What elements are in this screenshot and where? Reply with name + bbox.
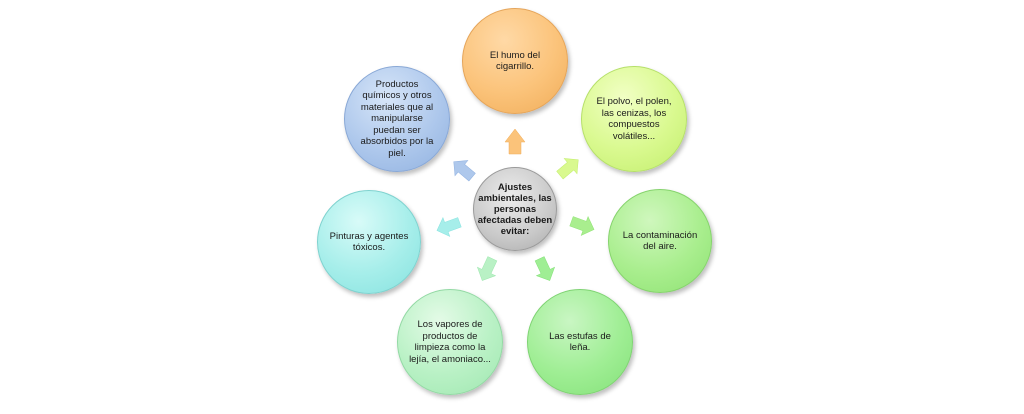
arrow-left-icon <box>436 217 462 237</box>
arrow-down-left-icon <box>476 256 498 281</box>
node-label: La contaminación del aire. <box>622 229 698 253</box>
node-wood-stoves: Las estufas de leña. <box>527 289 633 395</box>
node-label: Las estufas de leña. <box>549 330 611 354</box>
center-node: Ajustes ambientales, las personas afecta… <box>473 167 557 251</box>
node-air-pollution: La contaminación del aire. <box>608 189 712 293</box>
arrow-up-icon <box>504 128 526 155</box>
node-label: Productos químicos y otros materiales qu… <box>360 78 434 159</box>
arrow-right-icon <box>569 216 595 236</box>
node-label: Pinturas y agentes tóxicos. <box>329 230 409 254</box>
node-label: El humo del cigarrillo. <box>489 49 541 73</box>
node-paints-toxic: Pinturas y agentes tóxicos. <box>317 190 421 294</box>
arrow-up-left-icon <box>453 160 476 182</box>
arrow-up-right-icon <box>556 158 579 180</box>
node-chemical-products: Productos químicos y otros materiales qu… <box>344 66 450 172</box>
node-label: El polvo, el polen, las cenizas, los com… <box>596 96 672 142</box>
node-label: Los vapores de productos de limpieza com… <box>409 319 491 365</box>
node-cigarette-smoke: El humo del cigarrillo. <box>462 8 568 114</box>
node-dust-pollen: El polvo, el polen, las cenizas, los com… <box>581 66 687 172</box>
node-cleaning-vapors: Los vapores de productos de limpieza com… <box>397 289 503 395</box>
center-node-label: Ajustes ambientales, las personas afecta… <box>477 181 553 237</box>
arrow-down-right-icon <box>534 256 556 281</box>
